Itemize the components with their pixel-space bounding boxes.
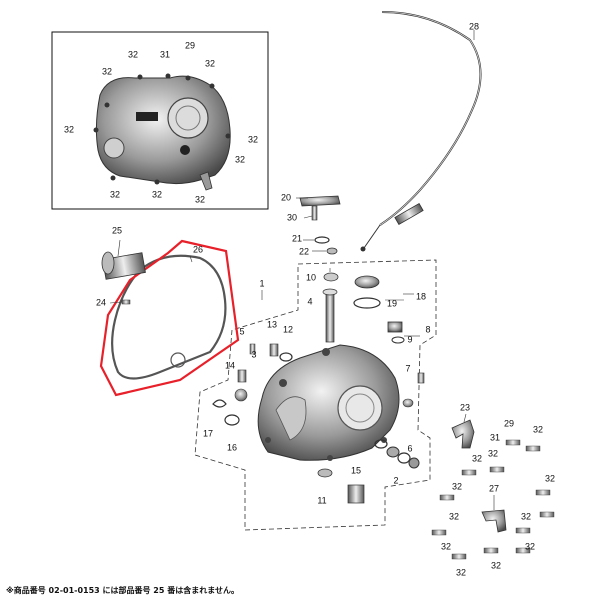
- bracket-23: [451, 419, 475, 449]
- label-4: 4: [307, 296, 312, 306]
- label-32: 32: [235, 154, 245, 164]
- label-11: 11: [317, 495, 326, 505]
- cover-gasket: [111, 254, 227, 380]
- label-32: 32: [533, 424, 543, 434]
- bearing-set-2: [374, 439, 420, 469]
- label-31: 31: [490, 432, 500, 442]
- label-16: 16: [227, 442, 237, 452]
- label-12: 12: [283, 324, 293, 334]
- label-32: 32: [452, 481, 462, 491]
- label-26: 26: [193, 244, 203, 254]
- gasket-highlight: [99, 239, 240, 397]
- label-32: 32: [195, 194, 205, 204]
- label-24: 24: [96, 297, 106, 307]
- pushrod: [325, 291, 335, 343]
- inset-outer-cover-view: [51, 31, 269, 210]
- label-32: 32: [525, 541, 535, 551]
- clip-21: [314, 236, 330, 244]
- bracket-27: [481, 509, 507, 533]
- label-22: 22: [299, 246, 309, 256]
- clutch-lever: [299, 195, 341, 207]
- label-32: 32: [102, 66, 112, 76]
- label-14: 14: [225, 360, 235, 370]
- label-17: 17: [203, 428, 213, 438]
- label-9: 9: [407, 334, 412, 344]
- bolt-group-32: [431, 439, 555, 560]
- label-32: 32: [110, 189, 120, 199]
- label-27: 27: [489, 483, 499, 493]
- label-32: 32: [472, 453, 482, 463]
- label-32: 32: [488, 448, 498, 458]
- label-10: 10: [306, 272, 316, 282]
- label-1: 1: [259, 278, 264, 288]
- washer-22: [326, 247, 338, 255]
- label-32: 32: [64, 124, 74, 134]
- label-3: 3: [251, 349, 256, 359]
- label-32: 32: [449, 511, 459, 521]
- label-32: 32: [152, 189, 162, 199]
- outer-cover-drawing: [95, 75, 231, 185]
- label-29: 29: [504, 418, 514, 428]
- label-20: 20: [281, 192, 291, 202]
- label-32: 32: [248, 134, 258, 144]
- label-21: 21: [292, 233, 302, 243]
- label-18: 18: [416, 291, 426, 301]
- label-2: 2: [393, 475, 398, 485]
- label-6: 6: [407, 443, 412, 453]
- label-28: 28: [469, 21, 479, 31]
- gear-25: [101, 251, 146, 280]
- label-31: 31: [160, 49, 170, 59]
- label-8: 8: [425, 324, 430, 334]
- crankcase-cover: [257, 344, 400, 461]
- exploded-view-boundary: [194, 259, 437, 531]
- label-29: 29: [185, 40, 195, 50]
- label-32: 32: [456, 567, 466, 577]
- label-7: 7: [405, 363, 410, 373]
- leader-lines: [109, 30, 495, 510]
- label-32: 32: [205, 58, 215, 68]
- label-13: 13: [267, 319, 277, 329]
- part-number-labels: 1 2 3 4 5 6 7 8 9 10 11 12 13 14 15 16 1…: [64, 21, 555, 577]
- footnote: ※商品番号 02-01-0153 には部品番号 25 番は含まれません。: [6, 586, 239, 595]
- label-30: 30: [287, 212, 297, 222]
- label-5: 5: [239, 326, 244, 336]
- clutch-cable: [379, 11, 482, 226]
- label-25: 25: [112, 225, 122, 235]
- oil-filler-cap: [354, 275, 380, 289]
- label-32: 32: [441, 541, 451, 551]
- label-32: 32: [521, 511, 531, 521]
- label-32: 32: [128, 49, 138, 59]
- label-15: 15: [351, 465, 361, 475]
- label-32: 32: [491, 560, 501, 570]
- label-32: 32: [545, 473, 555, 483]
- label-19: 19: [387, 298, 397, 308]
- label-23: 23: [460, 402, 470, 412]
- drain-plug: [387, 321, 403, 333]
